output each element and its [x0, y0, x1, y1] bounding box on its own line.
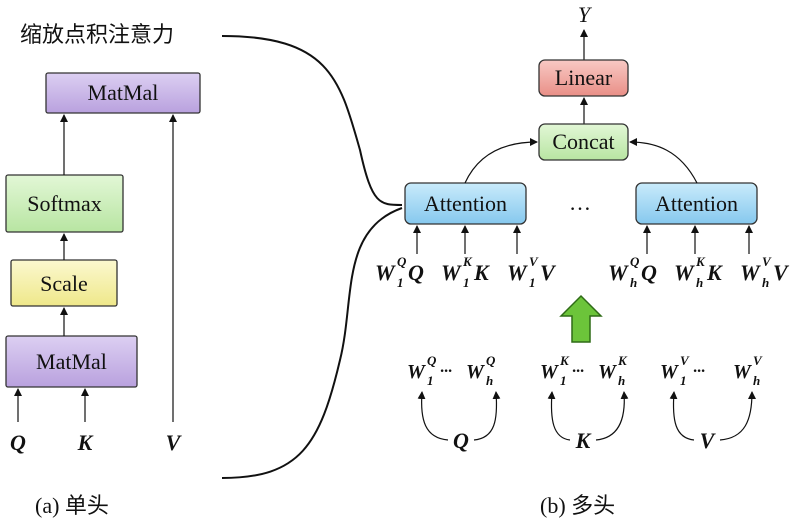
svg-text:W: W	[674, 260, 695, 285]
svg-text:1: 1	[680, 373, 687, 388]
svg-text:h: h	[762, 275, 769, 290]
arrow-q-to-w1	[417, 391, 449, 441]
matmul-top-label: MatMal	[88, 80, 159, 105]
single-head-caption: (a) 单头	[35, 493, 109, 518]
arrow-v-to-wh	[719, 391, 756, 441]
arrow-k-to-w1	[547, 391, 571, 441]
svg-text:Q: Q	[427, 353, 437, 368]
svg-text:K: K	[462, 254, 473, 269]
linear-box	[538, 59, 629, 97]
source-k: K	[575, 428, 592, 453]
multi-head-caption: (b) 多头	[540, 493, 615, 518]
svg-text:W: W	[507, 260, 528, 285]
svg-text:h: h	[618, 373, 625, 388]
svg-text:W: W	[540, 361, 559, 383]
matmul-bottom-box	[5, 335, 138, 388]
svg-text:W: W	[375, 260, 396, 285]
svg-text:W: W	[466, 361, 485, 383]
matmul-bottom-label: MatMal	[36, 349, 107, 374]
svg-text:V: V	[773, 260, 790, 285]
svg-text:1: 1	[529, 275, 536, 290]
input-k: K	[77, 430, 94, 455]
scale-label: Scale	[40, 271, 88, 296]
callout-label: 缩放点积注意力	[20, 22, 174, 47]
input-v: V	[166, 430, 183, 455]
weight-group-k: W K 1 ··· W K h	[540, 353, 628, 388]
svg-text:1: 1	[463, 275, 470, 290]
matmul-top-box	[45, 72, 201, 114]
big-green-up-arrow	[559, 294, 603, 343]
svg-text:V: V	[680, 353, 690, 368]
arrow-k-to-wh	[595, 391, 629, 441]
arrow-attention-right-to-concat	[629, 138, 698, 184]
svg-text:V: V	[540, 260, 557, 285]
attention-left-label: Attention	[424, 191, 507, 216]
linear-label: Linear	[555, 65, 613, 90]
source-v: V	[700, 428, 717, 453]
svg-text:W: W	[660, 361, 679, 383]
svg-text:···: ···	[440, 363, 452, 380]
callout-connector-bottom	[221, 207, 403, 479]
svg-text:W: W	[608, 260, 629, 285]
svg-text:K: K	[559, 353, 570, 368]
svg-text:K: K	[473, 260, 490, 285]
output-y: Y	[578, 2, 593, 27]
svg-text:V: V	[762, 254, 772, 269]
svg-text:W: W	[733, 361, 752, 383]
svg-text:···: ···	[572, 363, 584, 380]
arrow-v-to-w1	[669, 391, 695, 441]
concat-label: Concat	[552, 129, 614, 154]
source-q: Q	[453, 428, 469, 453]
svg-text:Q: Q	[641, 260, 657, 285]
svg-text:Q: Q	[486, 353, 496, 368]
svg-text:K: K	[617, 353, 628, 368]
softmax-label: Softmax	[27, 191, 102, 216]
svg-text:h: h	[696, 275, 703, 290]
svg-text:W: W	[441, 260, 462, 285]
headh-v-projection: W V h V	[740, 254, 790, 290]
concat-box	[538, 123, 629, 161]
single-head-panel: MatMal Softmax Scale MatMal Q K V (a) 单头	[5, 72, 201, 518]
head1-q-projection: W Q 1 Q	[375, 254, 424, 290]
head1-v-projection: W V 1 V	[507, 254, 557, 290]
arrow-attention-left-to-concat	[464, 138, 538, 184]
attention-right-label: Attention	[655, 191, 738, 216]
input-q: Q	[10, 430, 26, 455]
svg-text:Q: Q	[408, 260, 424, 285]
svg-text:W: W	[407, 361, 426, 383]
head1-k-projection: W K 1 K	[441, 254, 490, 290]
weight-group-q: W Q 1 ··· W Q h	[407, 353, 496, 388]
svg-text:Q: Q	[630, 254, 640, 269]
svg-text:K: K	[695, 254, 706, 269]
svg-text:1: 1	[427, 373, 434, 388]
callout-connector-top	[221, 35, 403, 206]
svg-text:W: W	[598, 361, 617, 383]
svg-text:h: h	[630, 275, 637, 290]
svg-text:1: 1	[560, 373, 567, 388]
svg-text:V: V	[753, 353, 763, 368]
headh-k-projection: W K h K	[674, 254, 723, 290]
weight-group-v: W V 1 ··· W V h	[660, 353, 763, 388]
svg-text:1: 1	[397, 275, 404, 290]
svg-text:Q: Q	[397, 254, 407, 269]
svg-text:K: K	[706, 260, 723, 285]
svg-text:···: ···	[693, 363, 705, 380]
svg-text:V: V	[529, 254, 539, 269]
heads-ellipsis: …	[569, 190, 591, 215]
svg-text:h: h	[753, 373, 760, 388]
svg-text:W: W	[740, 260, 761, 285]
multi-head-panel: Y Linear Concat Attention … Attention W …	[375, 2, 790, 518]
headh-q-projection: W Q h Q	[608, 254, 657, 290]
arrow-q-to-wh	[473, 391, 501, 441]
svg-text:h: h	[486, 373, 493, 388]
